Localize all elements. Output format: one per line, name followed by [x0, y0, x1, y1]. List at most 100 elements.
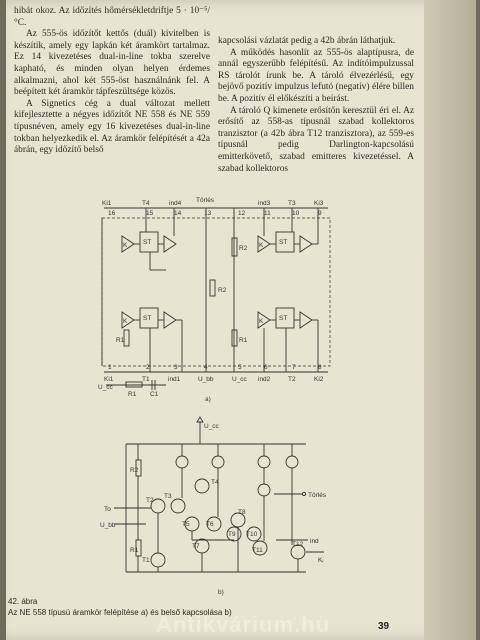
paragraph: A Signetics cég a dual változat mellett … [14, 98, 210, 156]
sub-label-b: b) [218, 589, 224, 596]
bottom-pin-labels: Ki1 T1 ind1 U_bb U_cc ind2 T2 Ki2 [104, 376, 324, 383]
svg-text:T3: T3 [164, 493, 172, 500]
svg-text:U_cc: U_cc [232, 376, 248, 383]
svg-text:U_bb: U_bb [100, 522, 116, 529]
svg-text:ST: ST [279, 239, 287, 246]
page-number: 39 [378, 621, 390, 632]
pin-label: T4 [142, 200, 150, 207]
svg-text:R2: R2 [239, 245, 248, 252]
resistor-r1 [123, 329, 130, 347]
pin-label: ind4 [169, 200, 182, 207]
svg-text:C1: C1 [150, 391, 159, 398]
svg-text:Törlés: Törlés [308, 492, 327, 499]
svg-text:T1: T1 [142, 376, 150, 383]
svg-text:15: 15 [146, 210, 154, 217]
svg-text:T5: T5 [182, 521, 190, 528]
svg-text:T1: T1 [142, 557, 150, 564]
svg-text:ind: ind [310, 538, 319, 545]
right-text-column: kapcsolási vázlatát pedig a 42b ábrán lá… [218, 36, 414, 175]
transistors: T4 T2 T3 T5 T6 T8 T7 T9 T10 T11 T12 T1 [142, 478, 306, 568]
svg-text:3: 3 [174, 364, 178, 371]
svg-text:K: K [123, 242, 128, 249]
svg-text:12: 12 [238, 210, 246, 217]
current-sources [175, 455, 299, 497]
left-text-column: hibát okoz. Az időzítés hőmérsékletdrift… [14, 6, 210, 157]
svg-text:Ki1: Ki1 [104, 376, 114, 383]
paragraph: hibát okoz. Az időzítés hőmérsékletdrift… [14, 6, 210, 28]
svg-text:U_cc: U_cc [204, 423, 220, 430]
svg-text:T11: T11 [252, 547, 263, 554]
paragraph: A működés hasonlít az 555-ös alaptípusra… [218, 47, 414, 104]
svg-text:5: 5 [238, 364, 242, 371]
resistor-r2b [209, 279, 216, 297]
svg-text:16: 16 [108, 210, 116, 217]
svg-text:T12: T12 [292, 541, 304, 548]
svg-text:T4: T4 [211, 479, 219, 486]
paragraph: kapcsolási vázlatát pedig a 42b ábrán lá… [218, 36, 396, 46]
svg-text:2: 2 [146, 364, 150, 371]
svg-text:13: 13 [204, 210, 212, 217]
bottom-pin-numbers: 1 2 3 4 5 6 7 8 [108, 364, 322, 371]
top-pin-labels: Ki1 T4 ind4 Törlés ind3 T3 Ki3 [102, 197, 324, 207]
svg-text:ind1: ind1 [168, 376, 181, 383]
svg-text:ST: ST [143, 239, 151, 246]
pin-label: ind3 [258, 200, 271, 207]
svg-text:6: 6 [264, 364, 268, 371]
svg-text:R1: R1 [130, 547, 139, 554]
pin-label: Törlés [196, 197, 215, 204]
figure-caption-title: 42. ábra [8, 597, 38, 606]
external-resistor [125, 381, 143, 388]
pin-label: T3 [288, 200, 296, 207]
resistor-r2 [135, 459, 142, 477]
svg-text:ST: ST [279, 315, 287, 322]
svg-text:ST: ST [143, 315, 151, 322]
pin-label: Ki1 [102, 200, 112, 207]
book-page: hibát okoz. Az időzítés hőmérsékletdrift… [6, 0, 476, 640]
svg-text:R2: R2 [218, 287, 227, 294]
svg-text:8: 8 [318, 364, 322, 371]
resistor-r1 [135, 539, 142, 557]
svg-text:K: K [259, 242, 264, 249]
svg-text:10: 10 [292, 210, 300, 217]
paragraph: A tároló Q kimenete erősítőn keresztül é… [218, 105, 414, 174]
svg-text:4: 4 [204, 364, 208, 371]
svg-text:R1: R1 [239, 337, 248, 344]
svg-text:To: To [104, 506, 111, 513]
svg-text:9: 9 [318, 210, 322, 217]
paragraph: Az 555-ös időzítőt kettős (duál) kivitel… [14, 29, 210, 98]
svg-text:U_cc: U_cc [98, 384, 114, 391]
svg-text:T9: T9 [228, 531, 236, 538]
figure-a-block-diagram: Ki1 T4 ind4 Törlés ind3 T3 Ki3 16 15 14 … [98, 197, 331, 403]
svg-text:Ki2: Ki2 [314, 376, 324, 383]
svg-text:T8: T8 [238, 509, 246, 516]
svg-text:T2: T2 [288, 376, 296, 383]
resistor-r2 [231, 237, 238, 257]
svg-text:R1: R1 [128, 391, 137, 398]
watermark: Antikvárium.hu [156, 612, 331, 637]
figure-b-schematic: U_cc R2 R1 T4 T2 T3 T5 [100, 416, 327, 596]
resistor-r1b [231, 329, 238, 347]
page-gutter-shadow [424, 0, 476, 640]
figure-42: Ki1 T4 ind4 Törlés ind3 T3 Ki3 16 15 14 … [98, 197, 331, 596]
svg-text:R1: R1 [116, 337, 125, 344]
timer-block-4: K ST [257, 307, 319, 372]
svg-text:T7: T7 [192, 543, 200, 550]
svg-text:K: K [123, 318, 128, 325]
svg-text:T2: T2 [146, 497, 154, 504]
timer-block-3: K ST [257, 208, 319, 253]
svg-text:1: 1 [108, 364, 112, 371]
svg-text:Kᵢ: Kᵢ [318, 557, 323, 564]
timer-block-2: K ST [121, 307, 183, 372]
sub-label-a: a) [205, 396, 211, 403]
svg-text:14: 14 [174, 210, 182, 217]
top-pin-numbers: 16 15 14 13 12 11 10 9 [108, 210, 322, 217]
chip-outline [101, 217, 331, 367]
svg-text:U_bb: U_bb [198, 376, 214, 383]
svg-text:7: 7 [292, 364, 296, 371]
svg-text:ind2: ind2 [258, 376, 271, 383]
figure-caption-text: Az NE 558 típusú áramkör felépítése a) é… [8, 608, 232, 617]
svg-text:R2: R2 [130, 467, 139, 474]
svg-text:11: 11 [264, 210, 271, 217]
pin-label: Ki3 [314, 200, 324, 207]
svg-text:T10: T10 [246, 531, 258, 538]
